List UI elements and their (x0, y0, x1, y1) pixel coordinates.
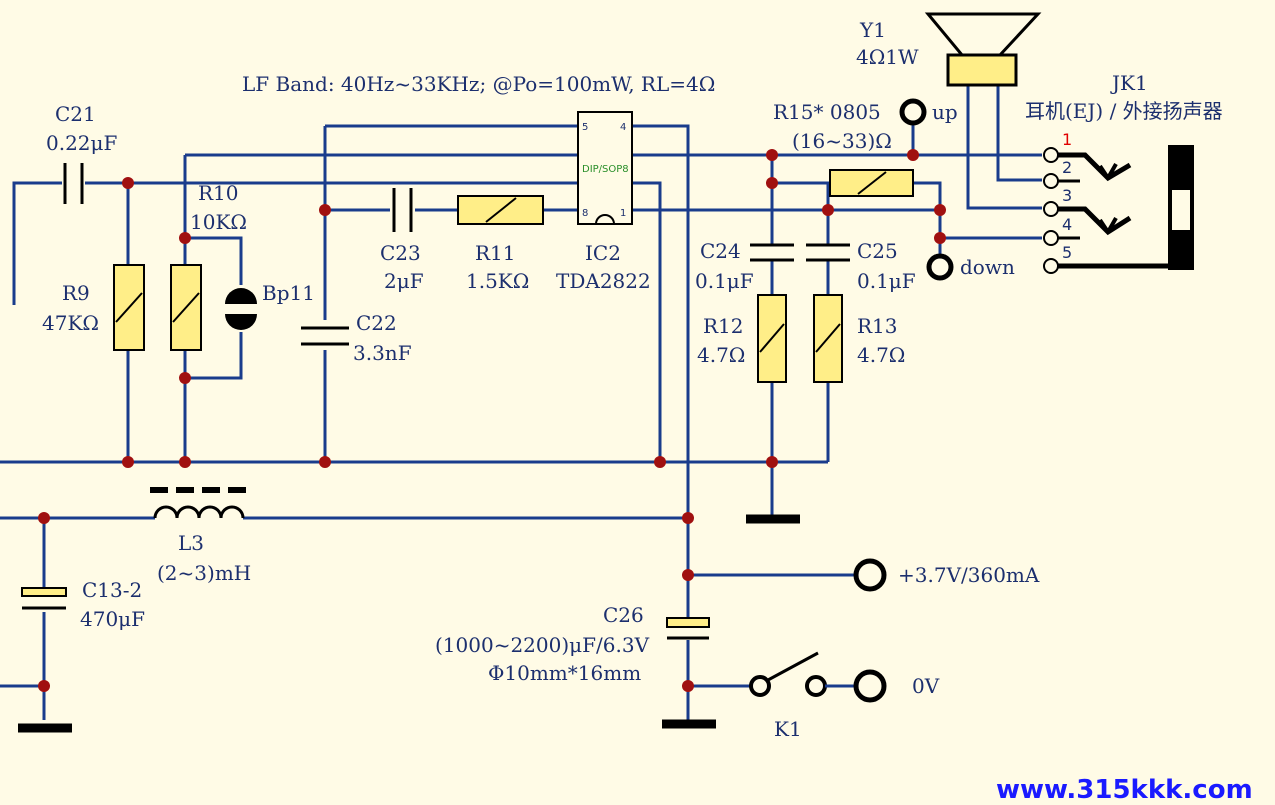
frequency-band-info: LF Band: 40Hz~33KHz; @Po=100mW, RL=4Ω (242, 72, 715, 96)
c26-value: (1000~2200)μF/6.3V (435, 633, 650, 657)
capacitor-c24 (750, 243, 794, 262)
resistor-r15 (829, 169, 914, 197)
inductor-l3 (150, 487, 246, 519)
bp11-ref: Bp11 (262, 281, 315, 305)
r9-value: 47KΩ (42, 311, 99, 335)
resistor-r9 (113, 264, 145, 351)
k1-ref: K1 (774, 717, 802, 741)
resistor-r13 (813, 294, 843, 383)
ic2-ref: IC2 (585, 241, 621, 265)
l3-ref: L3 (178, 531, 204, 555)
jk1-pin-2: 2 (1062, 158, 1072, 177)
c13-ref: C13-2 (82, 578, 142, 602)
junctions (38, 149, 946, 692)
resistor-r10 (170, 264, 202, 351)
r11-value: 1.5KΩ (466, 269, 529, 293)
jk1-pin-1: 1 (1062, 130, 1072, 149)
capacitor-c26 (666, 617, 710, 640)
ic-pin-8: 8 (582, 208, 588, 219)
capacitor-c23 (392, 188, 413, 232)
c22-ref: C22 (356, 311, 397, 335)
down-terminal-icon (926, 253, 954, 281)
jk1-pin-4: 4 (1062, 215, 1072, 234)
c21-value: 0.22μF (46, 131, 118, 155)
r15-ref: R15* 0805 (773, 100, 881, 124)
ic-pin-5: 5 (582, 122, 588, 133)
switch-k1 (749, 651, 856, 697)
watermark: www.315kkk.com (996, 775, 1253, 805)
r13-ref: R13 (857, 314, 898, 338)
speaker-y1-icon (924, 12, 1042, 87)
jk1-desc: 耳机(EJ) / 外接扬声器 (1025, 99, 1223, 123)
up-label: up (932, 100, 958, 124)
c24-value: 0.1μF (695, 269, 754, 293)
r15-value: (16~33)Ω (792, 129, 892, 153)
up-terminal-icon (899, 98, 927, 126)
c26-size: Φ10mm*16mm (488, 661, 641, 685)
capacitor-c22 (301, 326, 349, 346)
ground-symbols (18, 514, 800, 733)
resistor-r11 (457, 195, 544, 225)
c23-ref: C23 (380, 241, 421, 265)
jk1-ref: JK1 (1110, 71, 1148, 95)
jk1-pin-3: 3 (1062, 186, 1072, 205)
resistor-r12 (757, 294, 787, 383)
capacitor-c25 (806, 243, 850, 262)
jk1-pin-5: 5 (1062, 243, 1072, 262)
power-label: +3.7V/360mA (898, 563, 1040, 587)
y1-ref: Y1 (859, 18, 886, 42)
c25-value: 0.1μF (857, 269, 916, 293)
c26-ref: C26 (603, 603, 644, 627)
c24-ref: C24 (700, 239, 741, 263)
power-terminal-icon (853, 558, 887, 592)
jack-jk1: 1 2 3 4 5 (1043, 130, 1194, 274)
l3-value: (2~3)mH (157, 561, 251, 585)
r11-ref: R11 (475, 241, 516, 265)
c22-value: 3.3nF (353, 341, 412, 365)
y1-value: 4Ω1W (856, 45, 919, 69)
c21-ref: C21 (55, 102, 96, 126)
r12-value: 4.7Ω (697, 343, 745, 367)
capacitor-c13 (21, 587, 67, 610)
down-label: down (960, 255, 1015, 279)
c25-ref: C25 (857, 239, 898, 263)
wires (0, 85, 1042, 720)
ic-tda2822: 5 4 8 1 DIP/SOP8 (577, 111, 633, 225)
r9-ref: R9 (62, 281, 90, 305)
ground-label: 0V (912, 674, 940, 698)
r10-ref: R10 (198, 181, 239, 205)
ic-package: DIP/SOP8 (582, 164, 629, 175)
ic-pin-1: 1 (620, 208, 626, 219)
r13-value: 4.7Ω (857, 343, 905, 367)
c13-value: 470μF (80, 607, 145, 631)
ic2-value: TDA2822 (556, 269, 651, 293)
c23-value: 2μF (384, 269, 424, 293)
capacitor-c21 (55, 163, 92, 204)
ground-terminal-icon (853, 669, 887, 703)
r10-value: 10KΩ (190, 210, 247, 234)
r12-ref: R12 (703, 314, 744, 338)
ic-pin-4: 4 (620, 122, 626, 133)
buzzer-bp11 (225, 288, 257, 330)
